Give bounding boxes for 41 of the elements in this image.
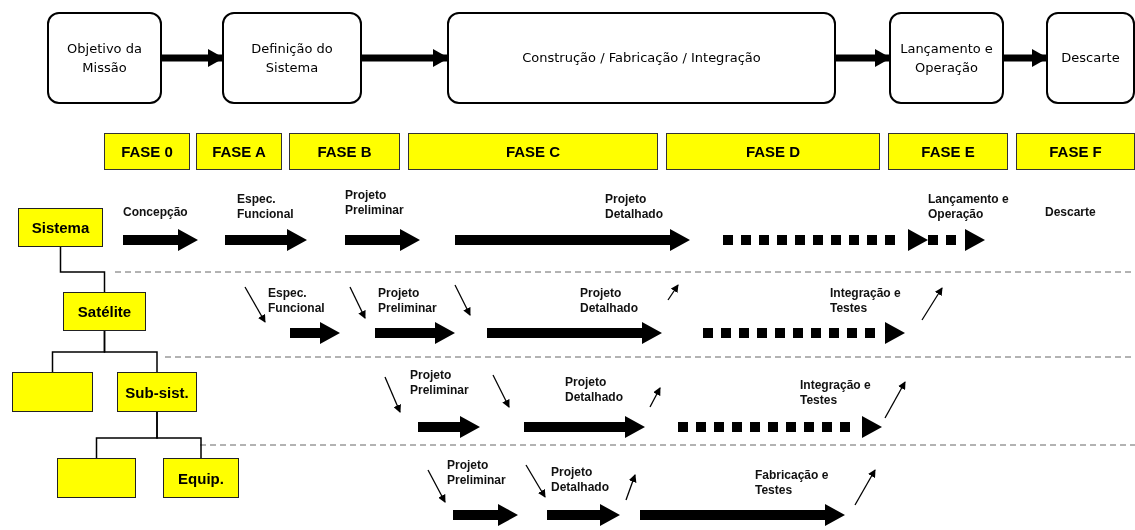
arrow [162,49,224,67]
activity-label: Projeto Detalhado [580,286,639,316]
hierarchy-box: Satélite [63,292,146,331]
hierarchy-box [57,458,136,498]
activity-label: Fabricação e Testes [755,468,830,498]
hierarchy-box: Equip. [163,458,239,498]
activity-label: Projeto Preliminar [410,368,470,398]
activity-label: Projeto Preliminar [378,286,438,316]
activity-label: Projeto Preliminar [447,458,507,488]
stage-box: Descarte [1046,12,1135,104]
phase-bar: FASE D [666,133,880,170]
connector-line [59,246,106,293]
phase-bar: FASE F [1016,133,1135,170]
activity-label: Concepção [123,205,189,220]
stage-box: Definição do Sistema [222,12,362,104]
stage-box: Lançamento e Operação [889,12,1004,104]
activity-label: Projeto Detalhado [565,375,624,405]
activity-label: Integração e Testes [830,286,902,316]
activity-label: Descarte [1045,205,1097,220]
hierarchy-box: Sub-sist. [117,372,197,412]
connector-line [156,411,202,459]
activity-label: Integração e Testes [800,378,872,408]
activity-label: Projeto Preliminar [345,188,405,218]
arrow [1004,49,1048,67]
stage-box: Objetivo da Missão [47,12,162,104]
activity-label: Espec. Funcional [268,286,326,316]
activity-label: Projeto Detalhado [551,465,610,495]
phase-bar: FASE C [408,133,658,170]
hierarchy-box [12,372,93,412]
phase-bar: FASE 0 [104,133,190,170]
activity-label: Lançamento e Operação [928,192,1010,222]
stage-box: Construção / Fabricação / Integração [447,12,836,104]
arrow [836,49,891,67]
hierarchy-box: Sistema [18,208,103,247]
connector-line [103,330,158,373]
phase-bar: FASE A [196,133,282,170]
phase-bar: FASE B [289,133,400,170]
arrow [362,49,449,67]
activity-label: Espec. Funcional [237,192,295,222]
phase-bar: FASE E [888,133,1008,170]
activity-label: Projeto Detalhado [605,192,664,222]
